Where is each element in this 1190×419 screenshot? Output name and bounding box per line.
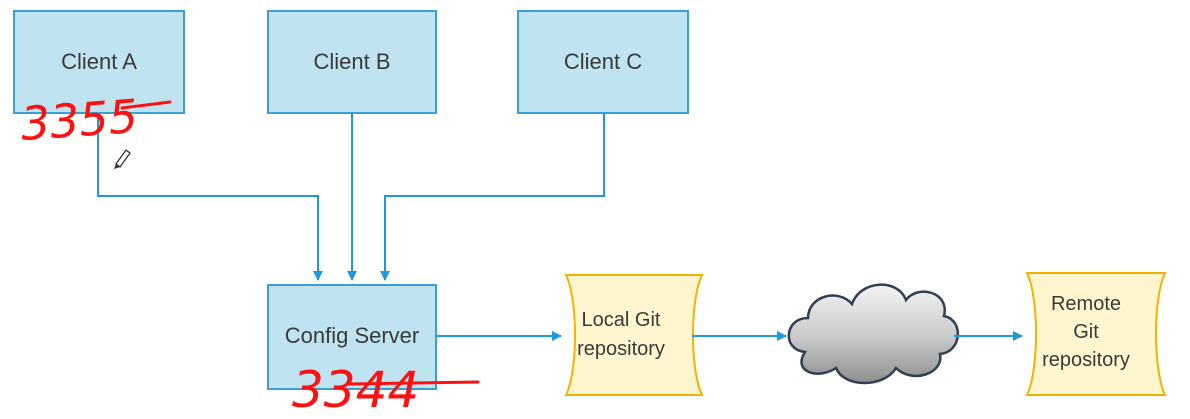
client-b-box: Client B xyxy=(267,10,437,114)
cloud-icon xyxy=(787,283,960,385)
client-b-label: Client B xyxy=(313,49,390,74)
config-server-label: Config Server xyxy=(285,323,420,348)
client-a-port-text: 3355 xyxy=(19,89,140,151)
client-a-box: Client A xyxy=(13,10,185,114)
local-repo-label-line2: repository xyxy=(577,338,665,360)
config-server-box: Config Server xyxy=(267,284,437,390)
client-c-box: Client C xyxy=(517,10,689,114)
local-repo-label-line1: Local Git xyxy=(582,309,661,331)
client-c-label: Client C xyxy=(564,49,642,74)
connector-client-c xyxy=(380,113,605,281)
client-a-port-annotation: 3355 xyxy=(19,89,172,151)
pencil-cursor-icon xyxy=(114,149,131,169)
remote-repo-label-line1: Remote xyxy=(1051,293,1121,315)
client-a-label: Client A xyxy=(61,49,137,74)
connector-client-a xyxy=(97,113,323,281)
remote-git-repository: Remote Git repository xyxy=(1025,272,1167,396)
remote-repo-label-line2: Git xyxy=(1073,321,1099,343)
local-git-repository: Local Git repository xyxy=(564,274,704,396)
server-port-text: 3344 xyxy=(292,361,419,419)
remote-repo-label-line3: repository xyxy=(1042,349,1130,371)
server-port-annotation: 3344 xyxy=(292,361,480,419)
